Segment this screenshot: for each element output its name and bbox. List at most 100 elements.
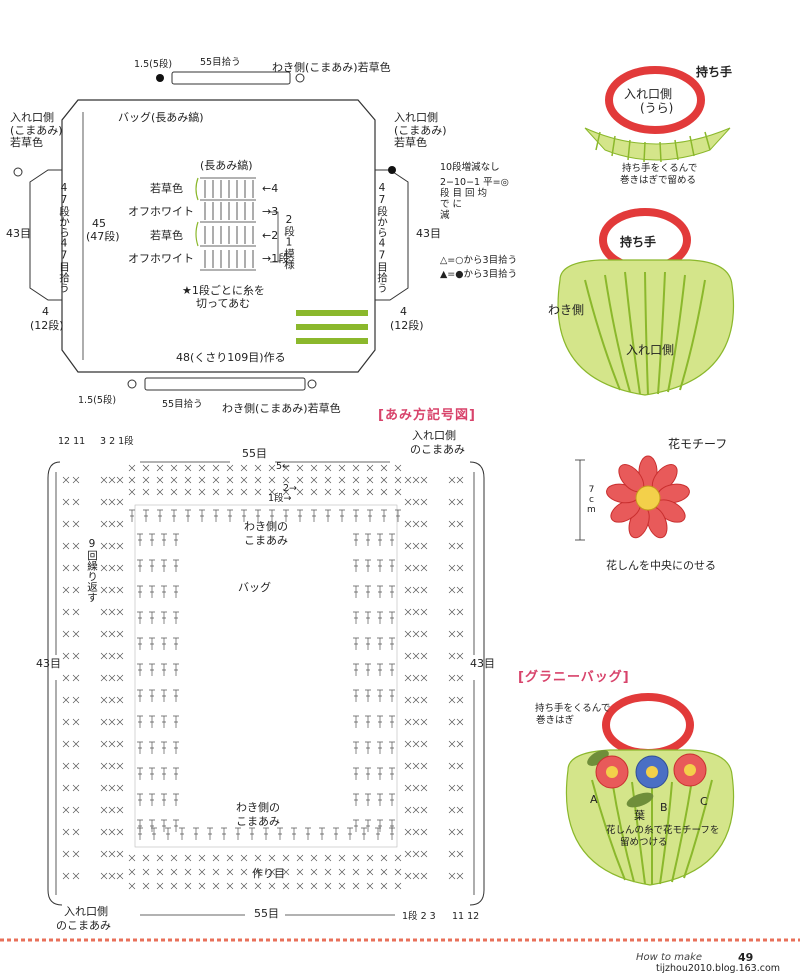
- stitch-mark: [319, 827, 325, 840]
- stitch-mark: [404, 542, 412, 550]
- stitch-mark: [226, 476, 234, 484]
- stitch-mark: [420, 542, 428, 550]
- stitch-mark: [72, 696, 80, 704]
- stitch-mark: [404, 740, 412, 748]
- stitch-mark: [72, 652, 80, 660]
- stitch-mark: [448, 718, 456, 726]
- stitch-mark: [456, 850, 464, 858]
- stitch-mark: [100, 476, 108, 484]
- stitch-mark: [420, 696, 428, 704]
- footer-howto: How to make: [636, 952, 703, 963]
- stitch-mark: [394, 464, 402, 472]
- stitch-mark: [254, 868, 262, 876]
- stitch-mark: [353, 585, 359, 598]
- stitch-mark: [149, 611, 155, 624]
- stitch-mark: [108, 652, 116, 660]
- stitch-mark: [353, 715, 359, 728]
- stitch-mark: [448, 696, 456, 704]
- stitch-mark: [448, 652, 456, 660]
- stitch-mark: [212, 882, 220, 890]
- chart-bottom-count: 55目: [254, 907, 279, 920]
- stitch-mark: [448, 498, 456, 506]
- stitch-mark: [380, 464, 388, 472]
- stitch-mark: [380, 868, 388, 876]
- stitch-mark: [338, 488, 346, 496]
- stitch-mark: [282, 476, 290, 484]
- stitch-mark: [420, 718, 428, 726]
- right-count-label: 43目: [416, 227, 441, 240]
- granny-wrap-2: 巻きはぎ: [536, 715, 575, 726]
- stitch-mark: [283, 509, 289, 522]
- stripe-row-3: ←2: [262, 229, 279, 242]
- stitch-mark: [184, 882, 192, 890]
- stitch-mark: [184, 854, 192, 862]
- stitch-mark: [100, 520, 108, 528]
- stitch-mark: [100, 740, 108, 748]
- stitch-mark: [170, 464, 178, 472]
- stitch-mark: [128, 868, 136, 876]
- stitch-mark: [62, 828, 70, 836]
- stitch-mark: [456, 806, 464, 814]
- stitch-mark: [352, 488, 360, 496]
- stitch-mark: [149, 793, 155, 806]
- stitch-mark: [352, 464, 360, 472]
- stitch-mark: [161, 611, 167, 624]
- chart-opening-left-1: 入れ口側: [64, 905, 108, 918]
- stitch-mark: [389, 715, 395, 728]
- stitch-mark: [389, 637, 395, 650]
- stitch-mark: [193, 827, 199, 840]
- stitch-mark: [282, 488, 290, 496]
- stitch-mark: [353, 509, 359, 522]
- stitch-mark: [161, 637, 167, 650]
- height-label: 45: [92, 217, 106, 230]
- stitch-mark: [129, 509, 135, 522]
- stitch-mark: [420, 674, 428, 682]
- stitch-mark: [116, 652, 124, 660]
- stitch-mark: [212, 476, 220, 484]
- stitch-mark: [116, 850, 124, 858]
- stitch-mark: [62, 564, 70, 572]
- stitch-mark: [324, 488, 332, 496]
- stitch-mark: [212, 854, 220, 862]
- stitch-mark: [277, 827, 283, 840]
- stitch-mark: [173, 559, 179, 572]
- stitch-mark: [212, 464, 220, 472]
- stitch-mark: [389, 793, 395, 806]
- stitch-mark: [108, 828, 116, 836]
- stitch-mark: [412, 828, 420, 836]
- stitch-mark: [157, 509, 163, 522]
- stitch-mark: [241, 509, 247, 522]
- stitch-mark: [240, 882, 248, 890]
- stitch-mark: [389, 585, 395, 598]
- stitch-mark: [456, 872, 464, 880]
- stitch-mark: [116, 872, 124, 880]
- stitch-mark: [456, 498, 464, 506]
- stitch-mark: [212, 488, 220, 496]
- stitch-mark: [448, 806, 456, 814]
- chart-row1: 1段→: [268, 493, 292, 504]
- stitch-mark: [338, 882, 346, 890]
- stitch-mark: [170, 882, 178, 890]
- stitch-mark: [404, 696, 412, 704]
- stitch-mark: [456, 718, 464, 726]
- stitch-mark: [456, 652, 464, 660]
- stitch-mark: [389, 611, 395, 624]
- chart-top-left-numbers2: 3 2 1段: [100, 436, 134, 447]
- stitch-mark: [149, 741, 155, 754]
- stitch-mark: [173, 585, 179, 598]
- stitch-mark: [380, 882, 388, 890]
- stitch-mark: [448, 872, 456, 880]
- stitch-mark: [404, 828, 412, 836]
- stitch-mark: [412, 652, 420, 660]
- stitch-mark: [161, 585, 167, 598]
- pickup-note-1: △=○から3目拾う: [440, 255, 518, 266]
- granny-label-a: A: [590, 793, 598, 806]
- chart-side-label-2: こまあみ: [244, 534, 288, 547]
- stitch-mark: [255, 509, 261, 522]
- stitch-mark: [116, 542, 124, 550]
- stitch-mark: [108, 630, 116, 638]
- stitch-mark: [156, 854, 164, 862]
- stitch-mark: [394, 854, 402, 862]
- stitch-mark: [72, 674, 80, 682]
